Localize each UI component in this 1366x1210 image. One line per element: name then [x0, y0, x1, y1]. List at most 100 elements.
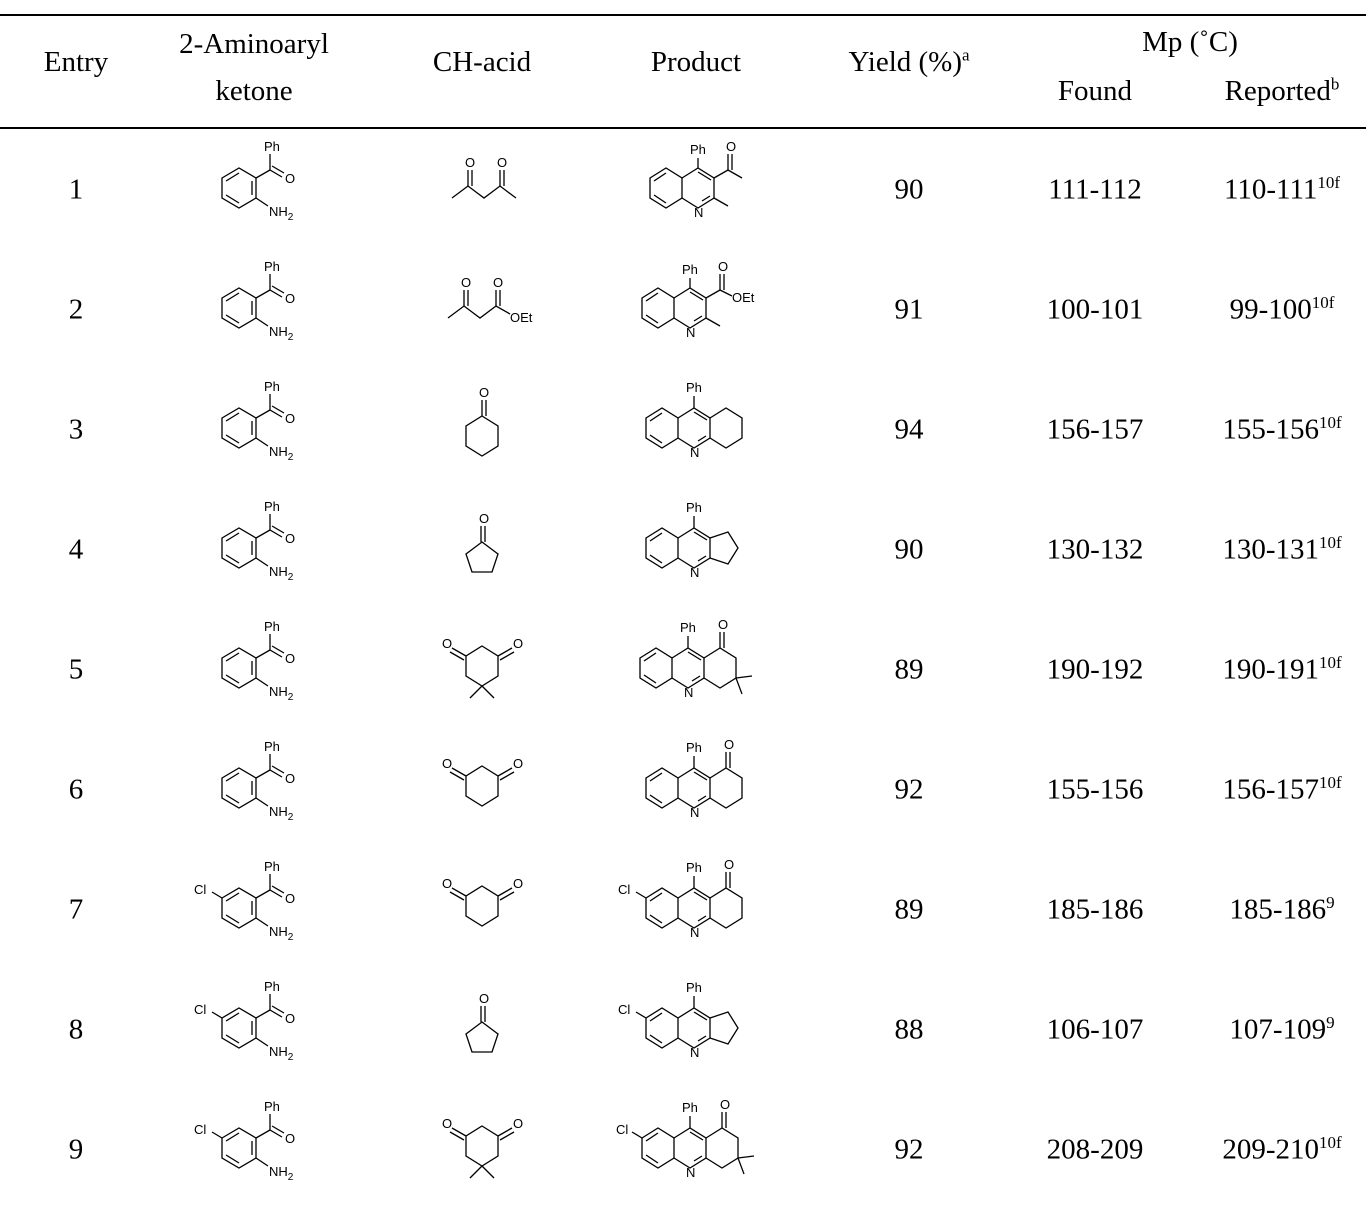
mp-reported-value: 209-21010f [1222, 1134, 1341, 1167]
mp-reported-value: 185-1869 [1229, 894, 1334, 927]
reported-footnote-marker: b [1330, 74, 1340, 94]
phenyl-label: Ph [264, 979, 280, 994]
reference-superscript: 10f [1319, 772, 1342, 792]
product-structure: Cl Ph O N [616, 1094, 776, 1194]
amino-label: NH2 [269, 1164, 294, 1183]
product-structure: Ph N [616, 374, 776, 474]
phenyl-label: Ph [686, 500, 702, 515]
nitrogen-label: N [690, 445, 699, 460]
reported-range: 185-186 [1229, 893, 1327, 926]
ch-acid-structure: O [412, 976, 552, 1076]
nitrogen-label: N [690, 925, 699, 940]
ch-acid-structure: O [412, 376, 552, 476]
ch-acid-structure: O O [412, 616, 552, 716]
oxygen-label: O [493, 275, 503, 290]
oxygen-label: O [724, 857, 734, 872]
aminoaryl-ketone-structure: Cl Ph O NH2 [184, 854, 324, 954]
oxygen-label: O [442, 756, 452, 771]
aminoaryl-ketone-structure: Cl Ph O NH2 [184, 1094, 324, 1194]
oxygen-label: O [285, 411, 295, 426]
chloro-label: Cl [616, 1122, 628, 1137]
entry-number: 8 [68, 1013, 84, 1046]
ethoxy-label: OEt [510, 310, 533, 325]
phenyl-label: Ph [264, 499, 280, 514]
phenyl-label: Ph [264, 1099, 280, 1114]
aminoaryl-ketone-structure: Ph O NH2 [184, 614, 324, 714]
mp-found-value: 190-192 [1046, 653, 1144, 686]
reported-range: 130-131 [1222, 533, 1319, 566]
product-structure: Ph O N [616, 134, 776, 234]
phenyl-label: Ph [264, 859, 280, 874]
mp-reported-value: 190-19110f [1222, 654, 1341, 687]
mp-reported-value: 107-1099 [1229, 1014, 1334, 1047]
mp-reported-value: 99-10010f [1230, 294, 1335, 327]
oxygen-label: O [285, 891, 295, 906]
oxygen-label: O [285, 291, 295, 306]
oxygen-label: O [479, 511, 489, 526]
reference-superscript: 9 [1326, 892, 1335, 912]
amino-label: NH2 [269, 924, 294, 943]
reported-range: 155-156 [1222, 413, 1319, 446]
phenyl-label: Ph [686, 380, 702, 395]
reference-superscript: 10f [1311, 292, 1335, 312]
aminoaryl-ketone-structure: Ph O NH2 [184, 734, 324, 834]
oxygen-label: O [285, 651, 295, 666]
amino-label: NH2 [269, 204, 294, 223]
ch-acid-structure: O O OEt [412, 256, 552, 356]
oxygen-label: O [285, 1131, 295, 1146]
amino-label: NH2 [269, 324, 294, 343]
yield-value: 90 [894, 173, 924, 206]
oxygen-label: O [513, 876, 523, 891]
ch-acid-structure: O O [412, 856, 552, 956]
reference-superscript: 10f [1319, 532, 1342, 552]
top-rule [0, 14, 1366, 16]
header-ch-acid: CH-acid [432, 46, 532, 78]
entry-number: 5 [68, 653, 84, 686]
entry-number: 2 [68, 293, 84, 326]
nitrogen-label: N [686, 1165, 695, 1180]
oxygen-label: O [726, 139, 736, 154]
oxygen-label: O [442, 636, 452, 651]
phenyl-label: Ph [686, 980, 702, 995]
phenyl-label: Ph [264, 619, 280, 634]
phenyl-label: Ph [690, 142, 706, 157]
amino-label: NH2 [269, 684, 294, 703]
header-found: Found [1057, 75, 1133, 107]
mp-found-value: 156-157 [1046, 413, 1144, 446]
phenyl-label: Ph [264, 139, 280, 154]
yield-value: 91 [894, 293, 924, 326]
phenyl-label: Ph [682, 262, 698, 277]
oxygen-label: O [513, 756, 523, 771]
yield-value: 90 [894, 533, 924, 566]
header-aminoaryl-line1: 2-Aminoaryl [179, 28, 329, 60]
nitrogen-label: N [690, 1045, 699, 1060]
mp-found-value: 185-186 [1046, 893, 1144, 926]
mp-found-value: 100-101 [1046, 293, 1144, 326]
mp-found-value: 155-156 [1046, 773, 1144, 806]
aminoaryl-ketone-structure: Cl Ph O NH2 [184, 974, 324, 1074]
header-entry: Entry [43, 46, 109, 78]
chloro-label: Cl [618, 882, 630, 897]
oxygen-label: O [285, 771, 295, 786]
aminoaryl-ketone-structure: Ph O NH2 [184, 494, 324, 594]
yield-value: 88 [894, 1013, 924, 1046]
mp-found-value: 111-112 [1048, 173, 1142, 206]
reference-superscript: 10f [1319, 1132, 1342, 1152]
product-structure: Cl Ph N [616, 974, 776, 1074]
oxygen-label: O [479, 991, 489, 1006]
amino-label: NH2 [269, 804, 294, 823]
entry-number: 9 [68, 1133, 84, 1166]
oxygen-label: O [285, 531, 295, 546]
chloro-label: Cl [618, 1002, 630, 1017]
header-aminoaryl-line2: ketone [215, 75, 293, 107]
oxygen-label: O [465, 155, 475, 170]
reference-superscript: 10f [1319, 652, 1342, 672]
entry-number: 3 [68, 413, 84, 446]
reported-range: 99-100 [1229, 293, 1312, 326]
reference-superscript: 10f [1317, 172, 1341, 192]
